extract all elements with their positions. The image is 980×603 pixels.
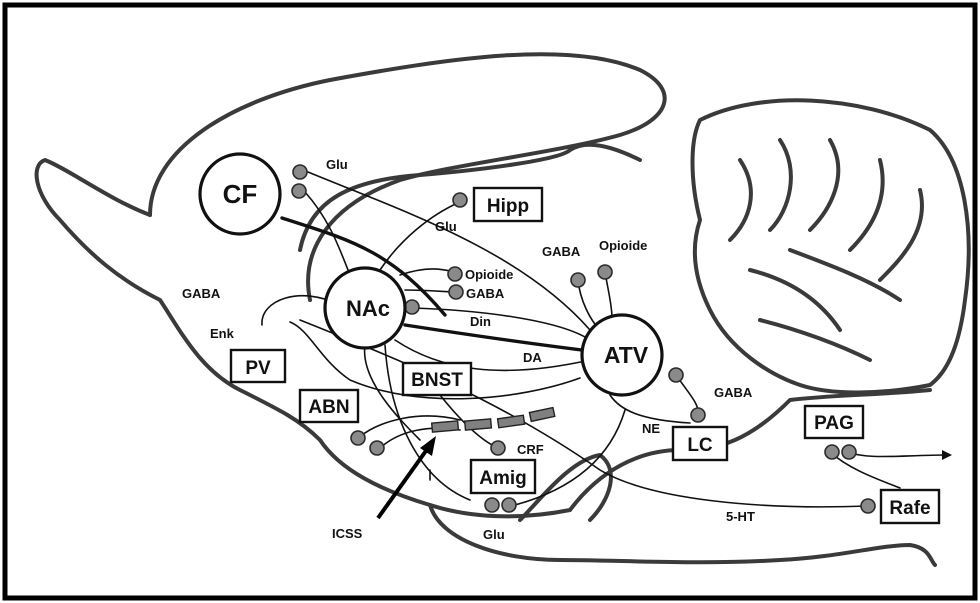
synapse-nac-din [404,299,420,315]
label-crf: CRF [517,442,544,457]
synapse-crf [490,440,506,456]
pag-box [803,404,865,440]
synapse-atv-opioide [597,264,613,280]
mfb-dashes [430,406,556,433]
pag-arrowhead [942,450,952,460]
tract-pag [846,451,951,458]
tract-atv-nac-bold [403,323,600,354]
tract-ne [609,394,691,424]
label-gaba-atv: GABA [542,244,581,259]
synapse-lc [690,407,706,423]
label-glu-amig: Glu [483,527,505,542]
hipp-box [472,186,544,223]
synapse-amig-glu-a [484,497,500,513]
synapse-abn-a [350,430,366,446]
tract-gaba-nac [404,289,456,293]
label-da: DA [523,350,542,365]
tract-amig-atv [514,409,626,506]
tract-din [411,307,591,341]
amig-box [469,458,537,495]
rafe-box [879,488,941,525]
synapse-amig-glu-b [501,497,517,513]
cf-label: CF [223,179,258,209]
tract-5ht [299,319,869,508]
synapse-atv-gaba [570,272,586,288]
label-enk: Enk [210,326,235,341]
bnst-label: BNST [411,370,463,391]
synapse-pag-b [841,444,857,460]
abn-box [298,388,360,424]
label-opioide-atv: Opioide [599,238,647,253]
rafe-label: Rafe [889,498,930,519]
synapse-cf-2 [291,183,307,199]
label-gaba-pv: GABA [182,286,221,301]
label-glu-cf: Glu [326,157,348,172]
tract-cf-glu-atv [307,171,591,331]
pag-label: PAG [814,413,854,434]
synapse-hipp-glu [452,192,468,208]
pv-label: PV [245,358,271,379]
label-icss: ICSS [332,526,363,541]
tract-nac-amig [363,344,421,441]
synapse-nac-opioide [447,266,463,282]
synapse-abn-b [369,440,385,456]
label-5ht: 5-HT [726,509,755,524]
tract-abn [357,415,461,439]
label-glu-hipp: Glu [435,219,457,234]
tract-hipp-glu [379,201,461,271]
abn-label: ABN [308,397,349,418]
label-gaba-nac: GABA [466,286,505,301]
tract-cf-to-atv-bold [280,216,447,317]
amig-label: Amig [479,468,527,489]
atv-node [580,313,664,397]
icss-arrow [376,436,436,520]
tract-opioide [399,268,456,276]
label-opioide-nac: Opioide [465,267,513,282]
tract-da [394,339,591,372]
bnst-box [401,361,473,397]
nac-node [323,266,407,350]
synapse-pag-a [824,444,840,460]
tract-pag-rafe [829,451,901,489]
synapse-lc-gaba [668,367,684,383]
label-ne: NE [642,421,660,436]
tract-nac-glu [384,344,471,501]
lc-box [671,425,729,462]
synapse-nac-gaba [448,284,464,300]
synapse-cf-glu [292,164,308,180]
cf-node [198,152,282,236]
label-gaba-lc: GABA [714,385,753,400]
cerebellum [690,98,971,395]
hipp-label: Hipp [487,196,529,217]
synapse-rafe [860,498,876,514]
tracts [261,171,952,508]
lc-label: LC [687,435,713,456]
atv-label: ATV [604,342,649,368]
label-din: Din [470,314,491,329]
pv-box [229,348,287,384]
nac-label: NAc [346,296,390,321]
